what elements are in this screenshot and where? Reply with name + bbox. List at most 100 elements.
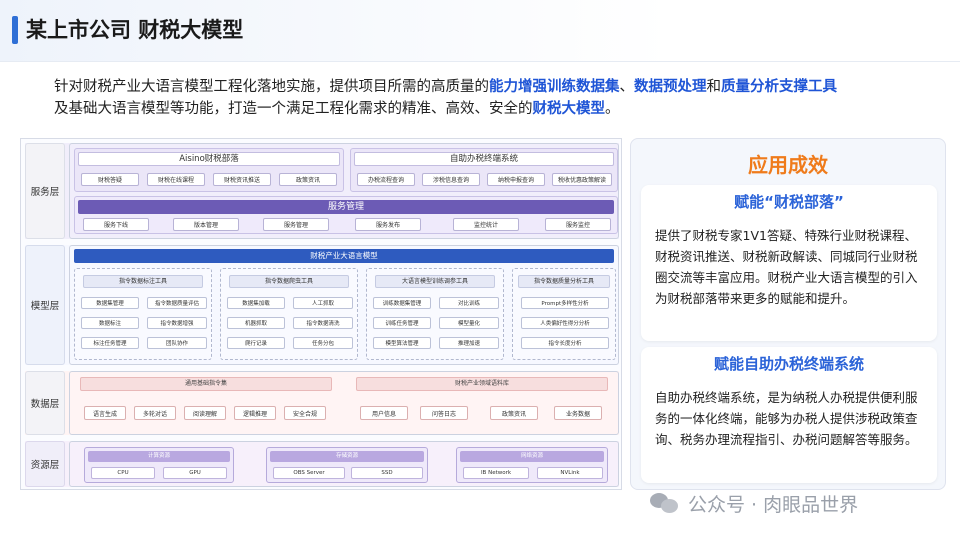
result-card-text: 自助办税终端系统，是为纳税人办税提供便利服务的一体化终端，能够为办税人提供涉税政… bbox=[655, 390, 918, 447]
resource-layer-label: 资源层 bbox=[25, 441, 65, 487]
service-layer: 服务层 Aisino财税部落 财税答疑 财税在线课程 财税资讯推送 政策资讯 自… bbox=[25, 143, 619, 239]
tool-title: 指令数据标注工具 bbox=[83, 275, 203, 288]
storage-resource-group: 存储资源 OBS Server SSD bbox=[266, 447, 428, 483]
annotation-tool-group: 指令数据标注工具 数据集管理 指令数据质量评估 数据标注 指令数据增强 标注任务… bbox=[74, 268, 212, 360]
service-chip: 政策资讯 bbox=[279, 173, 337, 186]
management-chip: 服务监控 bbox=[545, 218, 611, 231]
model-layer-label: 模型层 bbox=[25, 245, 65, 365]
intro-highlight-2: 数据预处理 bbox=[634, 79, 707, 95]
tool-chip: 标注任务管理 bbox=[81, 337, 139, 349]
tool-chip: 团队协作 bbox=[147, 337, 207, 349]
self-service-tax-panel-title: 自助办税终端系统 bbox=[354, 152, 614, 166]
intro-text-1: 针对财税产业大语言模型工程化落地实施，提供项目所需的高质量的 bbox=[54, 79, 489, 95]
watermark-text: 公众号 · 肉眼品世界 bbox=[688, 493, 859, 516]
data-layer-body: 通用基础指令集 财税产业领域语料库 语言生成 多轮对话 阅读理解 逻辑推理 安全… bbox=[69, 371, 619, 435]
service-chip: 纳税申报查询 bbox=[487, 173, 545, 186]
data-layer: 数据层 通用基础指令集 财税产业领域语料库 语言生成 多轮对话 阅读理解 逻辑推… bbox=[25, 371, 619, 435]
tool-chip: 数据集加载 bbox=[227, 297, 285, 309]
service-chip: 办税流程查询 bbox=[357, 173, 415, 186]
tool-chip: 推理加速 bbox=[439, 337, 499, 349]
service-management-panel: 服务管理 服务下线 版本管理 服务管理 服务发布 监控统计 服务监控 bbox=[74, 196, 618, 234]
data-group-title: 财税产业领域语料库 bbox=[356, 377, 608, 391]
compute-resource-group: 计算资源 CPU GPU bbox=[84, 447, 234, 483]
network-resource-group: 网络资源 IB Network NVLink bbox=[456, 447, 608, 483]
data-chip: 多轮对话 bbox=[134, 406, 176, 420]
management-chip: 监控统计 bbox=[453, 218, 519, 231]
result-card-tax-tribe: 赋能“财税部落” 提供了财税专家1V1答疑、特殊行业财税课程、财税资讯推送、财税… bbox=[641, 185, 937, 341]
tool-chip: 人工抓取 bbox=[293, 297, 353, 309]
tool-chip: 模型量化 bbox=[439, 317, 499, 329]
title-accent-bar bbox=[12, 16, 18, 44]
resource-chip: NVLink bbox=[537, 467, 603, 479]
resource-group-title: 存储资源 bbox=[270, 451, 424, 462]
service-layer-label: 服务层 bbox=[25, 143, 65, 239]
management-chip: 服务发布 bbox=[355, 218, 421, 231]
results-title: 应用成效 bbox=[748, 153, 828, 177]
tool-chip: Prompt多样性分析 bbox=[521, 297, 609, 309]
intro-text-3: 和 bbox=[706, 79, 722, 95]
data-chip: 问答日志 bbox=[420, 406, 468, 420]
tool-chip: 训练数据集管理 bbox=[373, 297, 431, 309]
tool-chip: 人类偏好性得分分析 bbox=[521, 317, 609, 329]
resource-chip: CPU bbox=[91, 467, 155, 479]
data-layer-label: 数据层 bbox=[25, 371, 65, 435]
self-service-tax-panel: 自助办税终端系统 办税流程查询 涉税信息查询 纳税申报查询 税收优惠政策解读 bbox=[350, 148, 618, 192]
service-chip: 涉税信息查询 bbox=[422, 173, 480, 186]
tool-chip: 任务分包 bbox=[293, 337, 353, 349]
model-layer-body: 财税产业大语言模型 指令数据标注工具 数据集管理 指令数据质量评估 数据标注 指… bbox=[69, 245, 619, 365]
data-chip: 用户信息 bbox=[360, 406, 408, 420]
data-chip: 安全合规 bbox=[284, 406, 326, 420]
data-chip: 阅读理解 bbox=[184, 406, 226, 420]
service-layer-body: Aisino财税部落 财税答疑 财税在线课程 财税资讯推送 政策资讯 自助办税终… bbox=[69, 143, 619, 239]
data-chip: 业务数据 bbox=[554, 406, 602, 420]
resource-chip: IB Network bbox=[463, 467, 529, 479]
tool-chip: 对比训练 bbox=[439, 297, 499, 309]
tool-chip: 机器抓取 bbox=[227, 317, 285, 329]
architecture-diagram: 服务层 Aisino财税部落 财税答疑 财税在线课程 财税资讯推送 政策资讯 自… bbox=[20, 138, 622, 490]
aisino-panel-title: Aisino财税部落 bbox=[78, 152, 340, 166]
intro-highlight-3: 质量分析支撑工具 bbox=[721, 79, 837, 95]
aisino-panel: Aisino财税部落 财税答疑 财税在线课程 财税资讯推送 政策资讯 bbox=[74, 148, 344, 192]
tool-chip: 训练任务管理 bbox=[373, 317, 431, 329]
data-group-title: 通用基础指令集 bbox=[80, 377, 332, 391]
result-card-title: 赋能自助办税终端系统 bbox=[713, 355, 864, 373]
result-card-title: 赋能“财税部落” bbox=[734, 193, 844, 211]
tool-chip: 爬行记录 bbox=[227, 337, 285, 349]
management-chip: 服务管理 bbox=[263, 218, 329, 231]
resource-layer-body: 计算资源 CPU GPU 存储资源 OBS Server SSD 网络资源 IB… bbox=[69, 441, 619, 487]
resource-layer: 资源层 计算资源 CPU GPU 存储资源 OBS Server SSD 网络资… bbox=[25, 441, 619, 487]
model-layer: 模型层 财税产业大语言模型 指令数据标注工具 数据集管理 指令数据质量评估 数据… bbox=[25, 245, 619, 365]
service-chip: 财税资讯推送 bbox=[213, 173, 271, 186]
training-tool-group: 大语言模型训练调参工具 训练数据集管理 对比训练 训练任务管理 模型量化 模型算… bbox=[366, 268, 504, 360]
tool-title: 指令数据爬虫工具 bbox=[229, 275, 349, 288]
title-bar: 某上市公司 财税大模型 bbox=[0, 0, 960, 62]
results-panel: 应用成效 赋能“财税部落” 提供了财税专家1V1答疑、特殊行业财税课程、财税资讯… bbox=[630, 138, 946, 490]
tool-title: 指令数据质量分析工具 bbox=[518, 275, 610, 288]
data-chip: 语言生成 bbox=[84, 406, 126, 420]
intro-text-5: 。 bbox=[605, 101, 620, 117]
result-card-text: 提供了财税专家1V1答疑、特殊行业财税课程、财税资讯推送、财税新政解读、同城同行… bbox=[655, 228, 918, 306]
intro-paragraph: 针对财税产业大语言模型工程化落地实施，提供项目所需的高质量的能力增强训练数据集、… bbox=[54, 76, 934, 120]
tool-chip: 指令数据清洗 bbox=[293, 317, 353, 329]
llm-bar: 财税产业大语言模型 bbox=[74, 249, 614, 263]
crawler-tool-group: 指令数据爬虫工具 数据集加载 人工抓取 机器抓取 指令数据清洗 爬行记录 任务分… bbox=[220, 268, 358, 360]
service-management-title: 服务管理 bbox=[78, 200, 614, 214]
resource-chip: OBS Server bbox=[273, 467, 345, 479]
resource-chip: SSD bbox=[351, 467, 423, 479]
service-chip: 税收优惠政策解读 bbox=[552, 173, 612, 186]
tool-chip: 数据集管理 bbox=[81, 297, 139, 309]
intro-text-4: 及基础大语言模型等功能，打造一个满足工程化需求的精准、高效、安全的 bbox=[54, 101, 533, 117]
tool-chip: 数据标注 bbox=[81, 317, 139, 329]
management-chip: 服务下线 bbox=[83, 218, 149, 231]
tool-chip: 指令长度分析 bbox=[521, 337, 609, 349]
page-title: 某上市公司 财税大模型 bbox=[26, 18, 244, 42]
intro-highlight-4: 财税大模型 bbox=[532, 101, 606, 117]
wechat-icon bbox=[650, 491, 680, 515]
management-chip: 版本管理 bbox=[173, 218, 239, 231]
watermark: 公众号 · 肉眼品世界 bbox=[650, 486, 950, 520]
resource-chip: GPU bbox=[163, 467, 227, 479]
service-chip: 财税答疑 bbox=[81, 173, 139, 186]
resource-group-title: 网络资源 bbox=[460, 451, 604, 462]
result-card-self-service-terminal: 赋能自助办税终端系统 自助办税终端系统，是为纳税人办税提供便利服务的一体化终端，… bbox=[641, 347, 937, 483]
resource-group-title: 计算资源 bbox=[88, 451, 230, 462]
